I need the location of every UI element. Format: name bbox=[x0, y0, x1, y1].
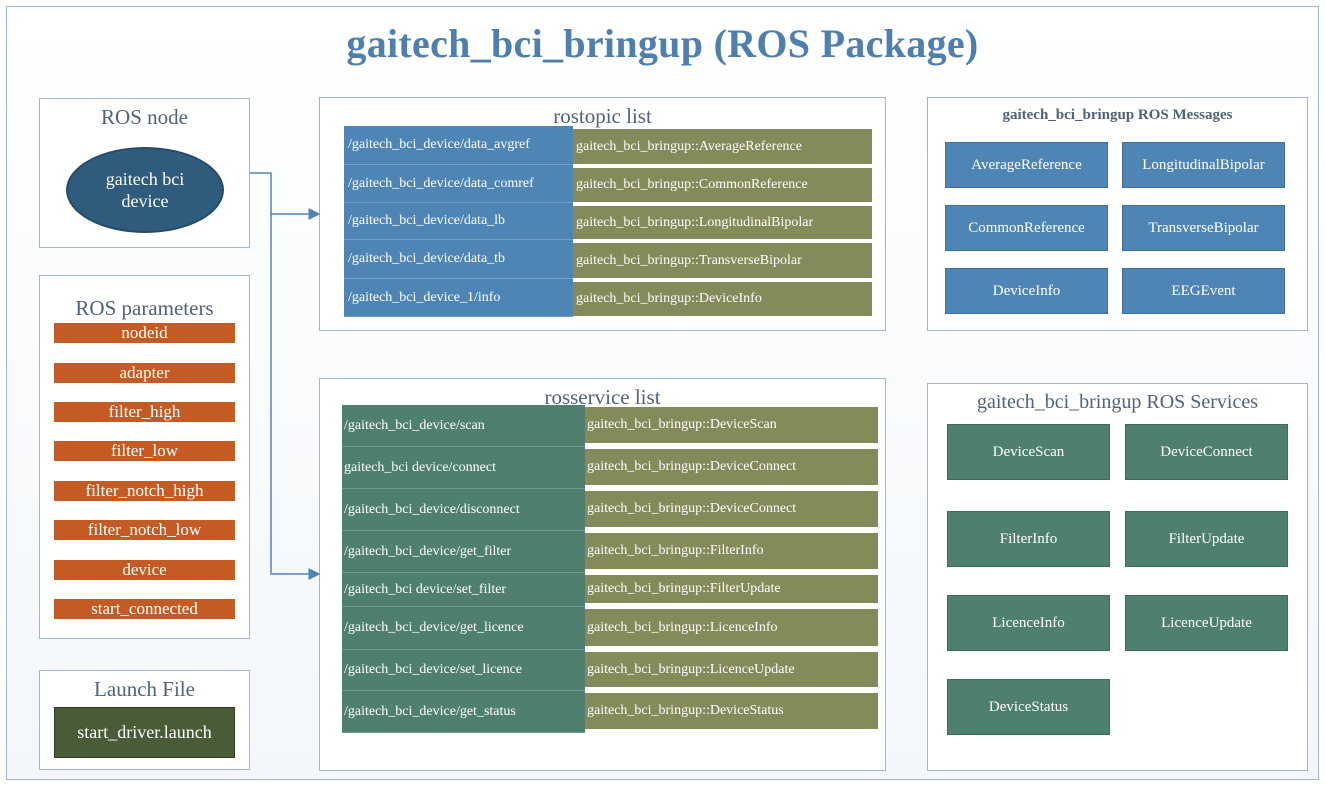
message-eegevent: EEGEvent bbox=[1122, 268, 1285, 314]
arrow-node-to-topics bbox=[250, 172, 321, 220]
ros-parameter-start-connected: start_connected bbox=[54, 599, 235, 619]
ros-node-heading: ROS node bbox=[101, 105, 188, 129]
service-filterinfo: FilterInfo bbox=[947, 511, 1110, 567]
service-name-cell: /gaitech_bci_device/get_licence bbox=[342, 607, 585, 650]
ros-parameter-nodeid: nodeid bbox=[54, 323, 235, 343]
launch-file-heading: Launch File bbox=[94, 677, 195, 701]
ros-parameter-filter-notch-high: filter_notch_high bbox=[54, 481, 235, 501]
service-name-cell: /gaitech_bci_device/get_filter bbox=[342, 531, 585, 573]
service-type-cell: gaitech_bci_bringup::DeviceScan bbox=[585, 407, 878, 443]
ros-services-heading: gaitech_bci_bringup ROS Services bbox=[976, 391, 1259, 413]
message-transversebipolar: TransverseBipolar bbox=[1122, 205, 1285, 251]
topic-name-cell: /gaitech_bci_device/data_comref bbox=[344, 165, 573, 203]
service-deviceconnect: DeviceConnect bbox=[1125, 424, 1288, 480]
service-name-cell: /gaitech_bci_device/get_status bbox=[342, 691, 585, 733]
ros-parameter-filter-low: filter_low bbox=[54, 441, 235, 461]
topic-type-cell: gaitech_bci_bringup::CommonReference bbox=[573, 168, 872, 202]
topic-type-cell: gaitech_bci_bringup::AverageReference bbox=[573, 129, 872, 164]
message-deviceinfo: DeviceInfo bbox=[945, 268, 1108, 314]
ros-parameter-device: device bbox=[54, 560, 235, 580]
ros-parameter-filter-notch-low: filter_notch_low bbox=[54, 520, 235, 540]
service-type-cell: gaitech_bci_bringup::LicenceUpdate bbox=[585, 652, 878, 687]
ros-parameters-heading: ROS parameters bbox=[75, 296, 214, 320]
service-type-cell: gaitech_bci_bringup::DeviceStatus bbox=[585, 693, 878, 729]
service-name-cell: /gaitech_bci_device/scan bbox=[342, 405, 585, 447]
service-devicestatus: DeviceStatus bbox=[947, 679, 1110, 735]
service-devicescan: DeviceScan bbox=[947, 424, 1110, 480]
service-type-cell: gaitech_bci_bringup::FilterUpdate bbox=[585, 575, 878, 603]
page-title: gaitech_bci_bringup (ROS Package) bbox=[346, 21, 979, 66]
service-name-cell: /gaitech_bci_device/disconnect bbox=[342, 489, 585, 531]
service-licenceinfo: LicenceInfo bbox=[947, 595, 1110, 651]
service-filterupdate: FilterUpdate bbox=[1125, 511, 1288, 567]
message-commonreference: CommonReference bbox=[945, 205, 1108, 251]
arrow-node-to-services bbox=[270, 214, 321, 580]
service-type-cell: gaitech_bci_bringup::FilterInfo bbox=[585, 533, 878, 569]
message-longitudinalbipolar: LongitudinalBipolar bbox=[1122, 142, 1285, 188]
topic-name-cell: /gaitech_bci_device_1/info bbox=[344, 279, 573, 317]
service-name-cell: gaitech_bci device/connect bbox=[342, 447, 585, 489]
service-type-cell: gaitech_bci_bringup::DeviceConnect bbox=[585, 449, 878, 485]
service-type-cell: gaitech_bci_bringup::LicenceInfo bbox=[585, 609, 878, 646]
service-name-cell: /gaitech_bci device/set_filter bbox=[342, 573, 585, 607]
rostopic-list-heading: rostopic list bbox=[553, 104, 652, 128]
service-name-cell: /gaitech_bci_device/set_licence bbox=[342, 650, 585, 691]
topic-name-cell: /gaitech_bci_device/data_tb bbox=[344, 240, 573, 279]
launch-file-box: start_driver.launch bbox=[54, 707, 235, 758]
ros-messages-heading: gaitech_bci_bringup ROS Messages bbox=[1002, 107, 1233, 123]
topic-type-cell: gaitech_bci_bringup::LongitudinalBipolar bbox=[573, 206, 872, 239]
service-licenceupdate: LicenceUpdate bbox=[1125, 595, 1288, 651]
topic-name-cell: /gaitech_bci_device/data_avgref bbox=[344, 126, 573, 165]
topic-type-cell: gaitech_bci_bringup::DeviceInfo bbox=[573, 282, 872, 316]
ros-parameter-adapter: adapter bbox=[54, 363, 235, 383]
topic-type-cell: gaitech_bci_bringup::TransverseBipolar bbox=[573, 243, 872, 278]
topic-name-cell: /gaitech_bci_device/data_lb bbox=[344, 203, 573, 240]
ros-parameter-filter-high: filter_high bbox=[54, 402, 235, 422]
ros-node-ellipse: gaitech bci device bbox=[66, 147, 224, 233]
service-type-cell: gaitech_bci_bringup::DeviceConnect bbox=[585, 491, 878, 527]
message-averagereference: AverageReference bbox=[945, 142, 1108, 188]
